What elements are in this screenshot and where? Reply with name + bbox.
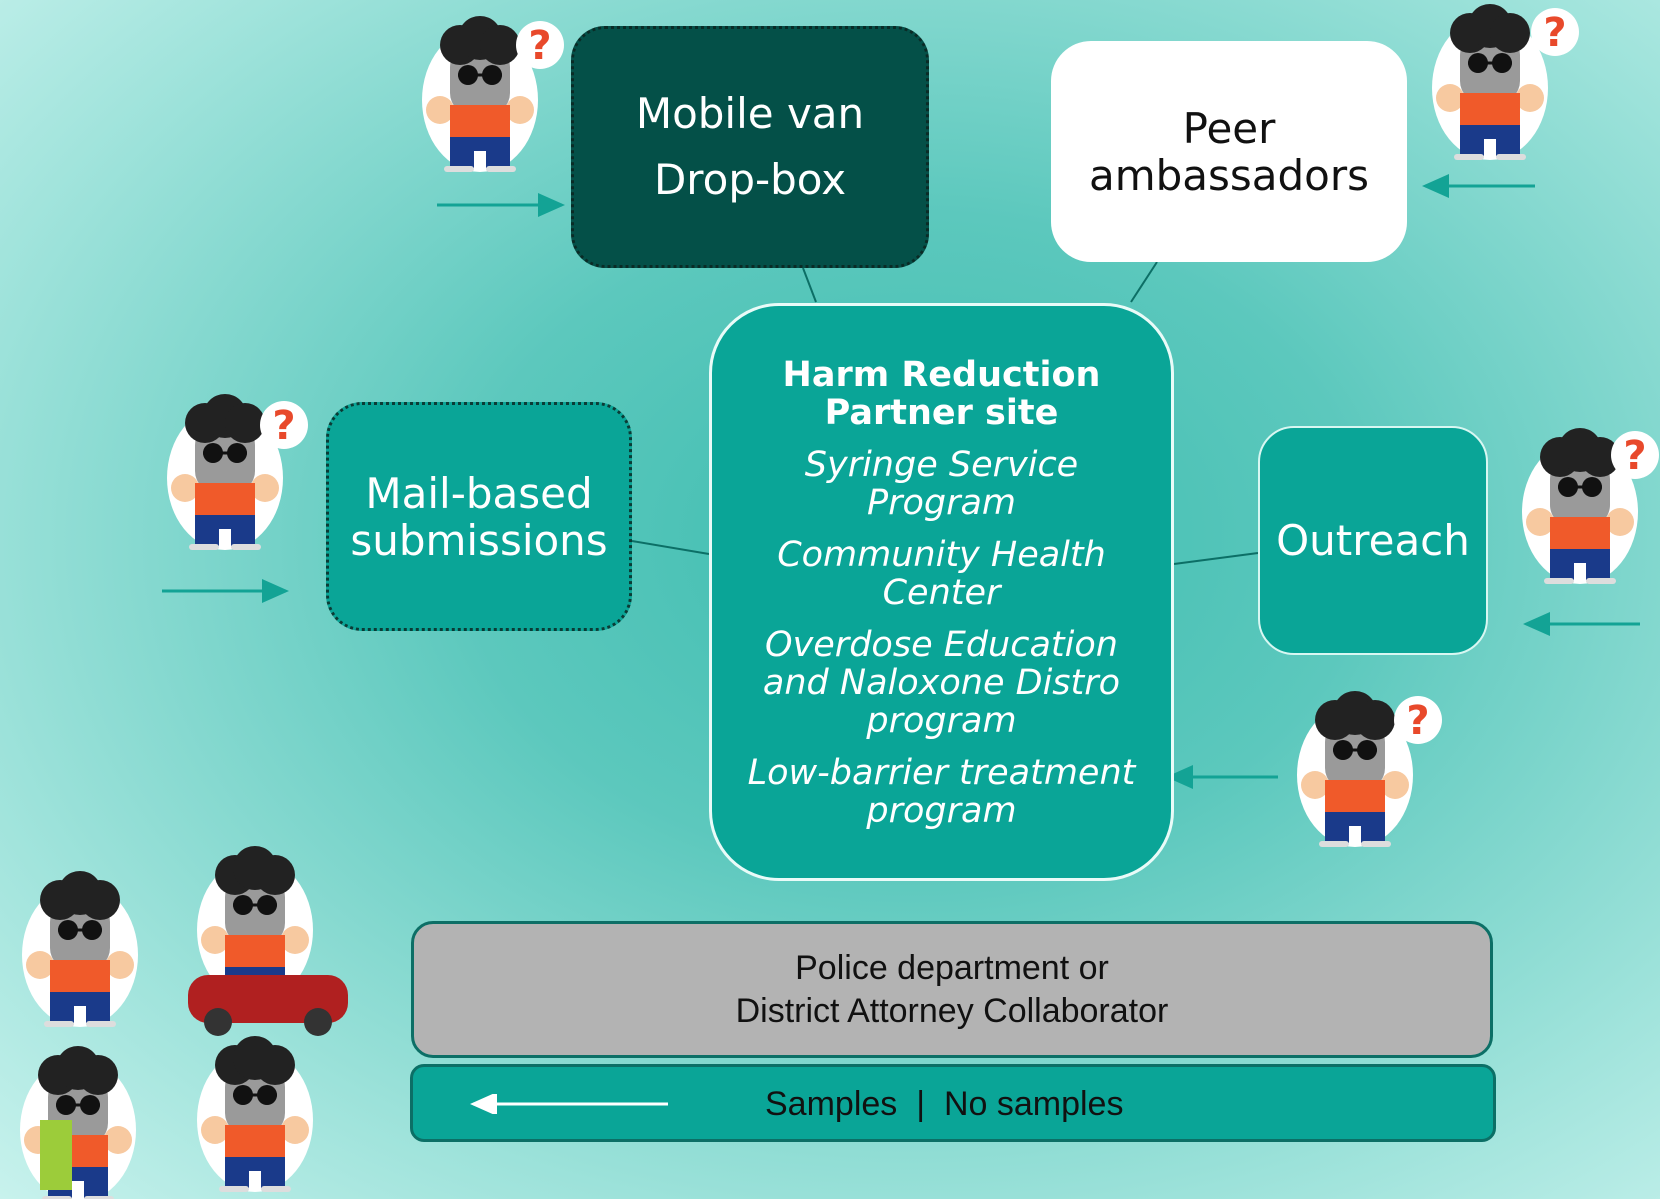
harm-reduction-hub-node: Harm Reduction Partner site Syringe Serv… <box>709 303 1174 881</box>
link-peer-hub <box>1130 261 1158 303</box>
peer-label-line2: ambassadors <box>1088 150 1370 200</box>
mobile-van-node: Mobile van Drop-box <box>571 26 929 268</box>
hub-title-line1: Harm Reduction <box>782 355 1101 395</box>
hub-item-syringe: Syringe Service Program <box>732 446 1152 522</box>
legend-separator: | <box>916 1085 926 1123</box>
hub-item-text: Program <box>866 483 1017 523</box>
mail-label-line1: Mail-based <box>365 468 593 518</box>
peer-label-line1: Peer <box>1182 103 1276 153</box>
police-collaborator-node: Police department or District Attorney C… <box>411 921 1493 1058</box>
mail-submissions-node: Mail-based submissions <box>326 402 632 631</box>
hub-item-low-barrier: Low-barrier treatment program <box>732 754 1152 830</box>
confused-person-icon <box>1430 2 1579 162</box>
legend-text: Samples | No samples <box>765 1085 1123 1124</box>
hub-title: Harm Reduction Partner site <box>783 356 1101 432</box>
link-outreach-hub <box>1173 552 1259 565</box>
legend-bar: Samples | No samples <box>410 1064 1496 1142</box>
mobile-van-label: Mobile van <box>635 89 865 138</box>
hub-item-overdose: Overdose Education and Naloxone Distro p… <box>732 626 1152 740</box>
hub-title-line2: Partner site <box>824 393 1059 433</box>
hub-item-text: Community Health <box>777 535 1106 575</box>
dizzy-person-icon <box>195 1034 315 1194</box>
outreach-node: Outreach <box>1258 426 1488 655</box>
link-mail-hub <box>631 540 710 555</box>
hub-item-text: and Naloxone Distro <box>762 663 1121 703</box>
driving-person-icon <box>188 844 348 1036</box>
hub-item-health-center: Community Health Center <box>732 536 1152 612</box>
outreach-label: Outreach <box>1276 516 1470 565</box>
legend-no-samples: No samples <box>943 1085 1124 1123</box>
hub-item-text: Center <box>882 573 1001 613</box>
peer-ambassadors-node: Peer ambassadors <box>1051 41 1407 262</box>
police-label-line1: Police department or <box>795 948 1109 987</box>
hub-item-text: program <box>866 791 1017 831</box>
mail-label-line2: submissions <box>350 515 608 565</box>
drop-box-label: Drop-box <box>653 155 847 204</box>
vomiting-person-icon <box>18 1044 138 1199</box>
legend-arrow-icon <box>470 1094 668 1114</box>
confused-person-icon <box>1520 426 1659 586</box>
confused-person-icon <box>420 14 564 174</box>
hub-item-text: Overdose Education <box>765 625 1118 665</box>
singing-person-icon <box>20 869 140 1029</box>
link-van-hub <box>802 267 817 303</box>
police-label-line2: District Attorney Collaborator <box>735 991 1169 1030</box>
hub-item-text: program <box>866 701 1017 741</box>
legend-samples: Samples <box>765 1085 898 1123</box>
hub-item-text: Syringe Service <box>804 445 1079 485</box>
confused-person-icon <box>165 392 308 552</box>
hub-item-text: Low-barrier treatment <box>747 753 1136 793</box>
confused-person-icon <box>1295 689 1442 849</box>
